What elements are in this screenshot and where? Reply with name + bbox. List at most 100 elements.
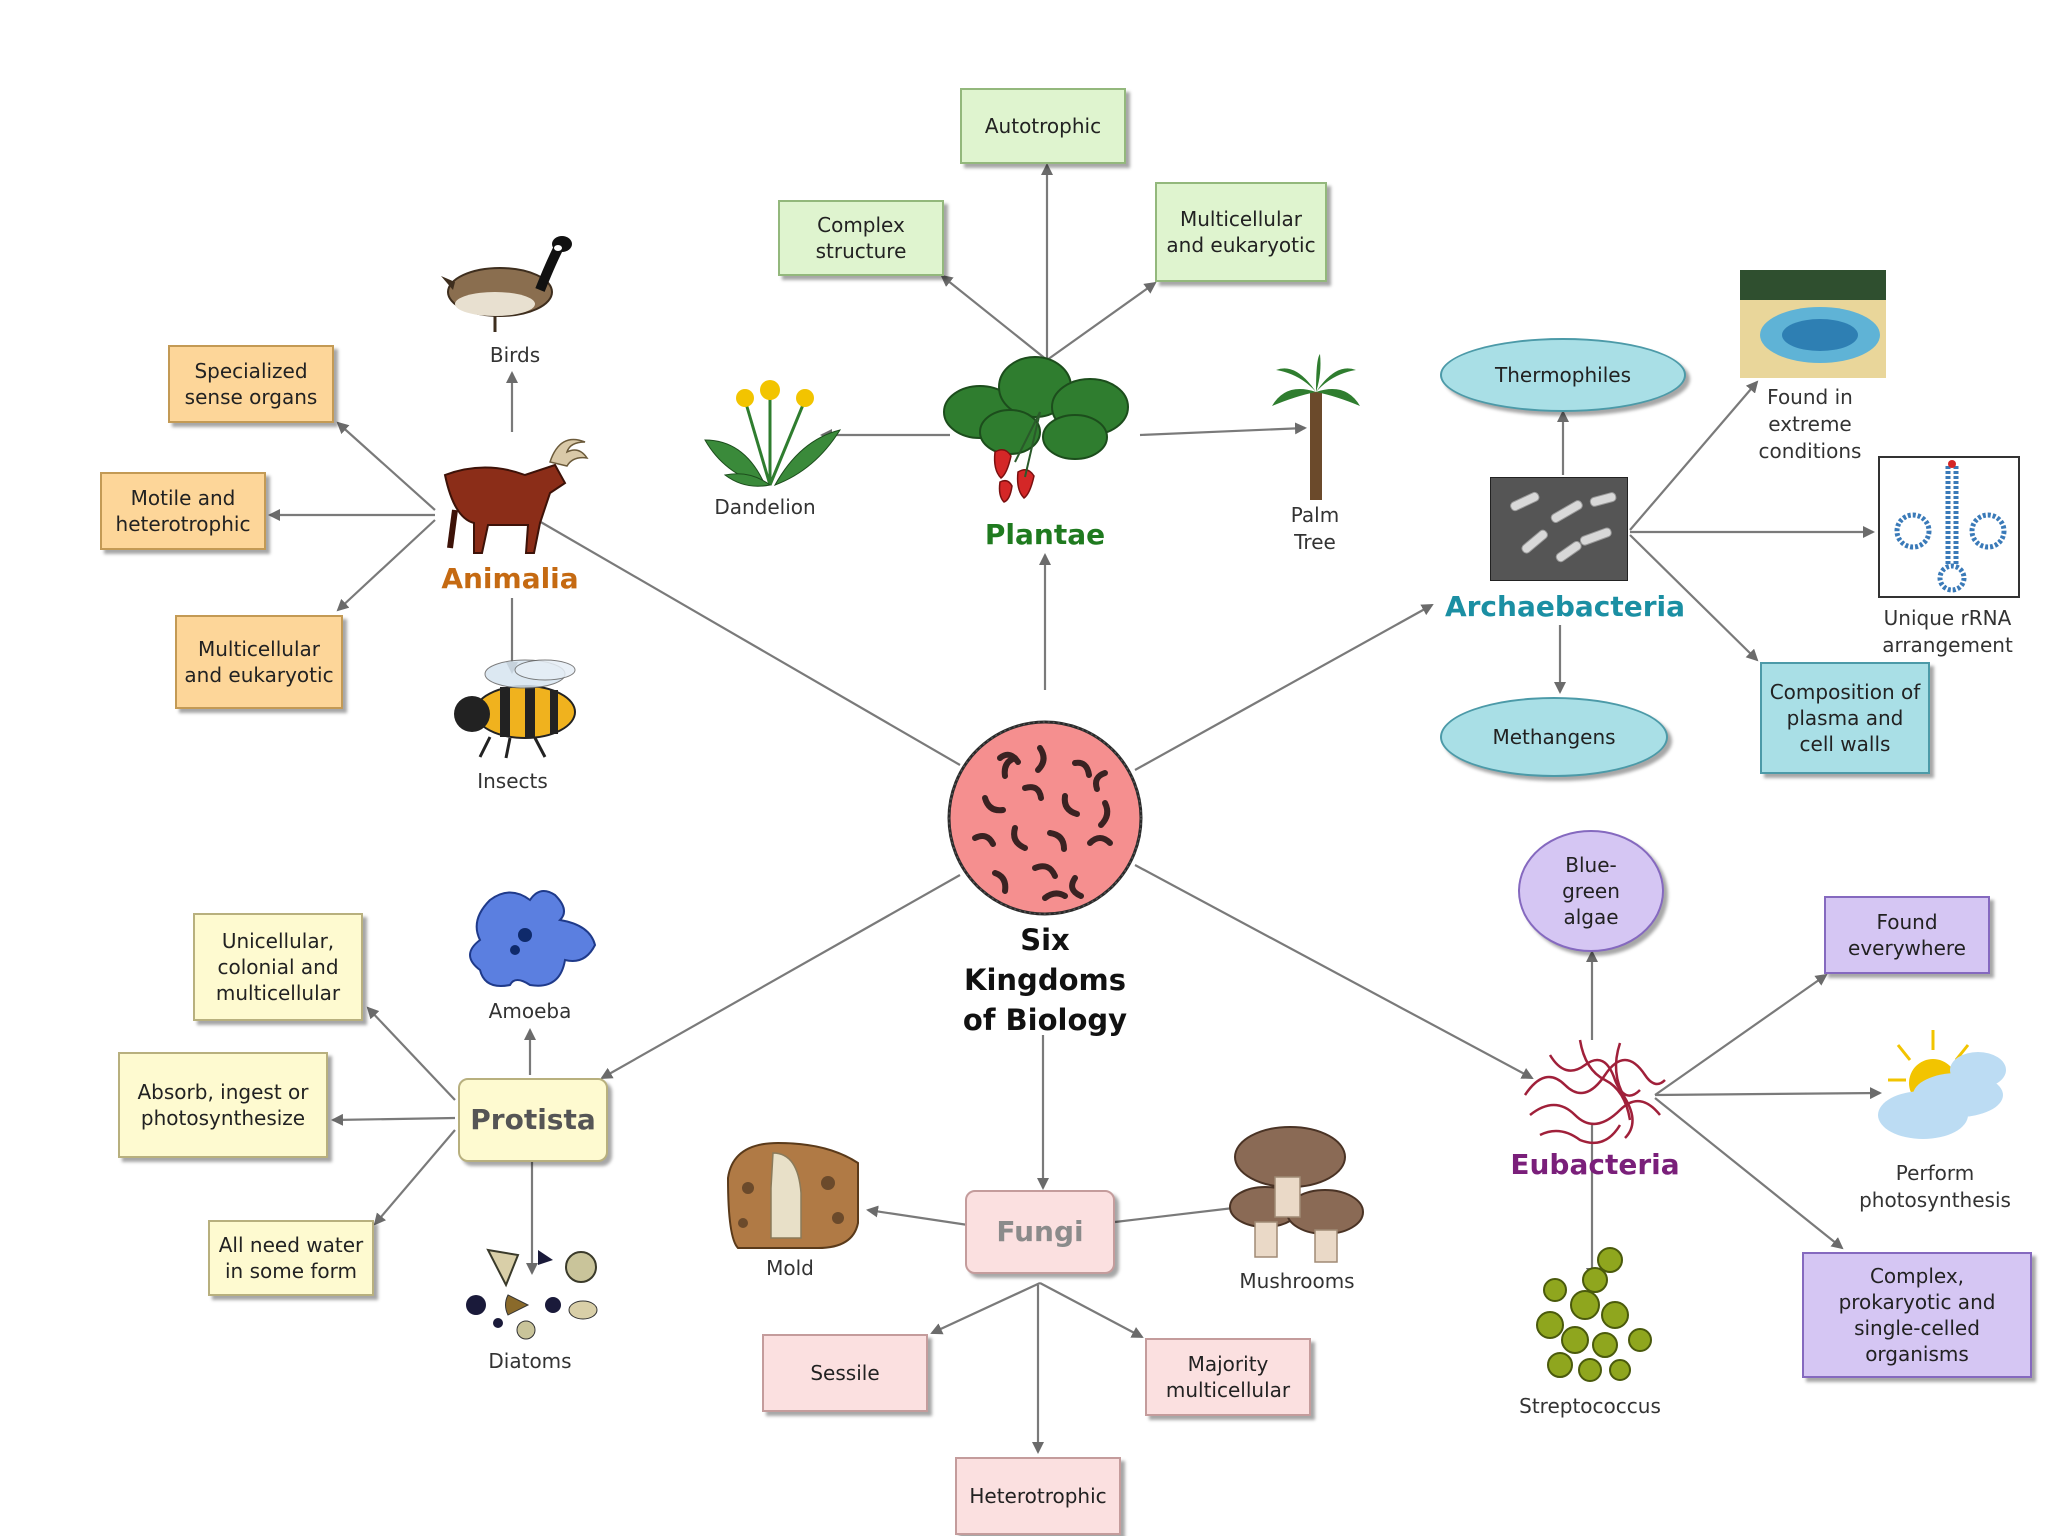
title-line-1: Six [1020,923,1070,957]
line-2: prokaryotic and [1838,1290,1996,1314]
kingdom-protista-box: Protista [458,1078,608,1162]
line-1: Perform [1895,1161,1975,1185]
kingdom-plantae-label: Plantae [984,518,1106,551]
line-3: conditions [1758,439,1862,463]
arrow-to-animalia [518,508,961,766]
line-1: Blue- [1565,853,1617,877]
line-1: Multicellular [1179,207,1302,231]
arrow-prot-unicellular [366,1006,456,1101]
perform-photosynthesis-label: Perform photosynthesis [1840,1160,2030,1214]
arrow-plant-palm [1139,422,1307,437]
arrow-to-archaebacteria [1134,604,1434,771]
line-1: Multicellular [197,637,320,661]
line-1: Majority [1187,1352,1269,1376]
line-2: multicellular [1165,1378,1291,1402]
line-3: algae [1563,905,1619,929]
rrna-structure-icon [1878,456,2020,598]
arrow-eub-everywhere [1654,973,1828,1096]
birds-label: Birds [489,343,541,367]
diatoms-icon [466,1248,598,1340]
line-2: photosynthesize [140,1106,306,1130]
hot-spring-photo-icon [1740,270,1886,378]
kingdom-fungi-label: Fungi [996,1215,1084,1248]
diagram-title: Six Kingdoms of Biology [935,920,1155,1040]
line-1: Found [1876,910,1938,934]
mold-label: Mold [766,1256,814,1280]
streptococcus-icon [1536,1247,1652,1382]
node-methangens: Methangens [1440,697,1668,777]
eubacteria-filaments-icon [1523,1039,1666,1145]
kingdom-animalia-label: Animalia [441,562,579,595]
arrow-to-eubacteria [1134,864,1534,1079]
arrow-prot-water [373,1129,456,1226]
kingdom-protista-label: Protista [470,1103,596,1136]
archaea-micrograph-icon [1490,477,1628,581]
moldy-bread-icon [726,1141,859,1249]
insects-label: Insects [477,769,548,793]
arrow-fungi-mold [866,1205,969,1227]
line-2: everywhere [1848,936,1966,960]
node-sessile: Sessile [762,1334,928,1412]
kingdom-archaebacteria-label: Archaebacteria [1444,590,1686,623]
line-3: multicellular [215,981,341,1005]
moose-icon [443,438,589,554]
sun-cloud-icon [1878,1030,2006,1139]
arrow-plant-complex [940,274,1048,361]
amoeba-label: Amoeba [488,999,572,1023]
line-1: Composition of [1769,680,1921,704]
mushrooms-label: Mushrooms [1239,1269,1355,1293]
strawberry-plant-icon [943,356,1129,503]
line-2: structure [815,239,907,263]
line-1: Specialized [194,359,308,383]
line-2: sense organs [184,385,318,409]
line-2: and eukaryotic [184,663,334,687]
line-2: plasma and [1786,706,1904,730]
line-2: green [1562,879,1620,903]
line-1: All need water [218,1233,364,1257]
title-line-3: of Biology [962,1003,1128,1037]
line-3: single-celled [1854,1316,1980,1340]
bacteria-cluster-icon [947,720,1143,916]
node-thermophiles: Thermophiles [1440,338,1686,412]
line-1: Found in [1767,385,1853,409]
line-2: Tree [1294,530,1336,554]
line-2: extreme [1768,412,1852,436]
arrow-to-protista [600,874,961,1079]
line-2: heterotrophic [115,512,251,536]
node-autotrophic-label: Autotrophic [984,114,1102,138]
arrow-eub-photosynthesis [1654,1087,1882,1100]
node-thermophiles-label: Thermophiles [1495,363,1631,387]
line-1: Complex, [1869,1264,1965,1288]
title-line-2: Kingdoms [964,963,1126,997]
line-4: organisms [1865,1342,1969,1366]
kingdom-fungi-box: Fungi [965,1190,1115,1274]
bee-icon [454,659,576,759]
node-fungi-heterotrophic: Heterotrophic [955,1457,1121,1535]
arrow-eub-complex [1654,1097,1844,1250]
line-1: Unique rRNA [1883,606,2012,630]
line-2: and eukaryotic [1166,233,1316,257]
kingdom-eubacteria-label: Eubacteria [1510,1148,1680,1181]
line-2: photosynthesis [1859,1188,2011,1212]
streptococcus-label: Streptococcus [1519,1394,1661,1418]
arrow-arch-extreme [1629,380,1759,531]
extreme-conditions-label: Found in extreme conditions [1740,384,1880,465]
line-3: cell walls [1799,732,1891,756]
mushrooms-icon [1229,1126,1364,1263]
line-1: Unicellular, [221,929,335,953]
line-1: Complex [817,213,905,237]
